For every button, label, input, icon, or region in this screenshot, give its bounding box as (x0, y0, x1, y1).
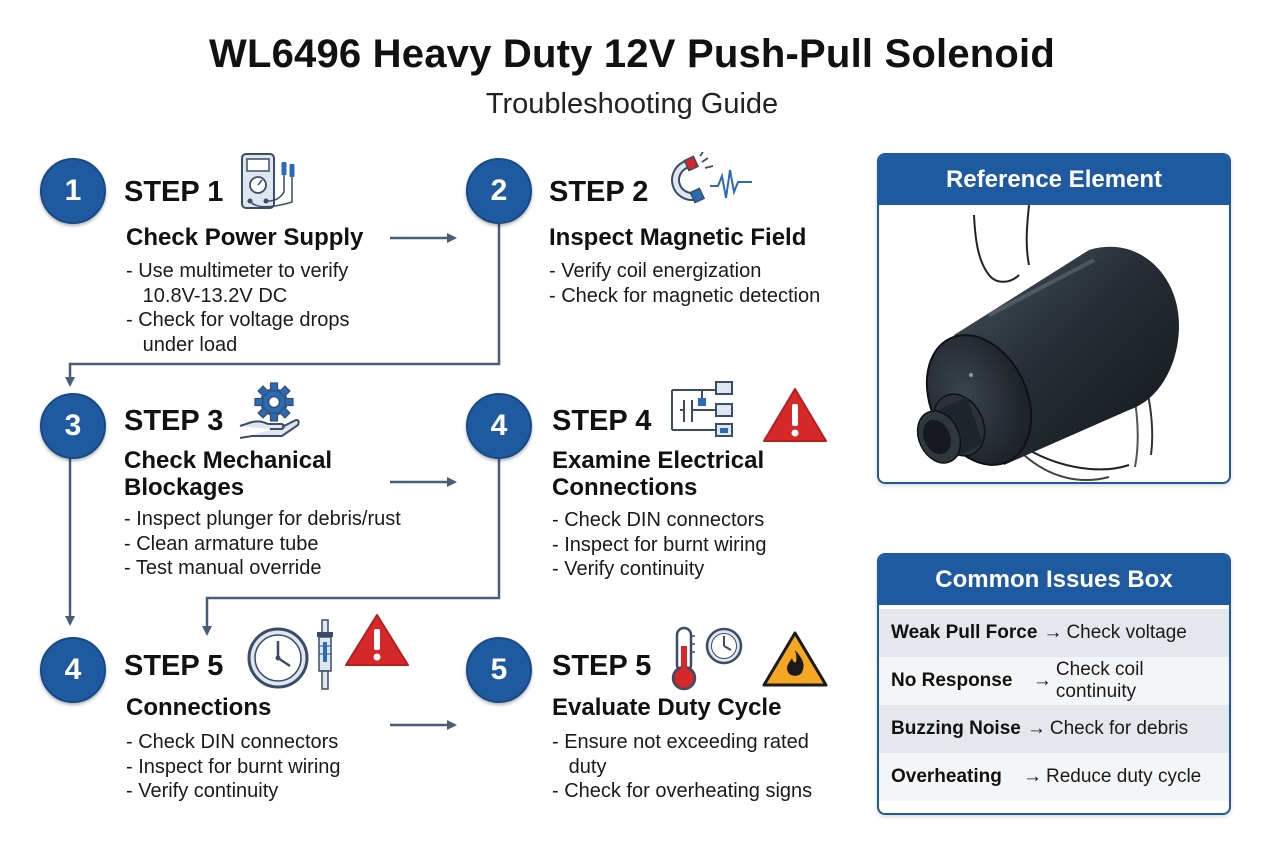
arrow-right-icon: → (1023, 766, 1042, 787)
step-4-bullet-2: - Inspect for burnt wiring (552, 533, 767, 556)
connector-step4-to-step5 (202, 456, 501, 636)
issue-name: Buzzing Noise (891, 718, 1021, 739)
arrow-right-icon: → (1026, 718, 1046, 739)
step-2-number-badge: 2 (466, 158, 532, 224)
step-2-bullets: - Verify coil energization - Check for m… (549, 259, 820, 308)
step-6-bullet-3: - Check for overheating signs (552, 780, 813, 802)
step-6-heading: Evaluate Duty Cycle (552, 694, 782, 721)
magnet-icon (671, 152, 752, 204)
clock-icon (247, 627, 309, 689)
step-1-heading: Check Power Supply (126, 224, 364, 251)
step-1-bullet-4: under load (126, 333, 238, 356)
multimeter-icon (241, 153, 295, 209)
step-5-bullet-3: - Verify continuity (126, 780, 279, 802)
step-5-heading: Connections (126, 694, 272, 721)
step-6-label: STEP 5 (552, 650, 652, 682)
issue-fix: Check voltage (1066, 622, 1187, 643)
step-4-bullets: - Check DIN connectors - Inspect for bur… (552, 508, 767, 582)
step-6-number-badge: 5 (466, 637, 532, 703)
step-1-bullet-2: 10.8V-13.2V DC (126, 284, 288, 307)
connector-step2-to-step3 (65, 222, 501, 387)
step-3-bullet-3: - Test manual override (124, 557, 322, 579)
issue-fix: Check coil continuity (1055, 659, 1144, 702)
plunger-icon (317, 619, 333, 690)
step-4-bullet-3: - Verify continuity (552, 558, 705, 580)
reference-element-title: Reference Element (879, 155, 1229, 205)
step-3-heading: Check Mechanical Blockages (124, 447, 332, 501)
step-3-heading-line-2: Blockages (124, 474, 245, 501)
step-5-bullet-2: - Inspect for burnt wiring (126, 755, 341, 778)
step-4-label: STEP 4 (552, 405, 652, 437)
step-2-bullet-2: - Check for magnetic detection (549, 284, 821, 307)
arrow-right-icon: → (1032, 670, 1052, 691)
step-1-label: STEP 1 (124, 176, 224, 208)
page-subtitle: Troubleshooting Guide (485, 88, 779, 120)
solenoid-photo (916, 204, 1179, 481)
common-issues-list: Weak Pull Force → Check voltage No Respo… (879, 605, 1229, 801)
step-5-bullets: - Check DIN connectors - Inspect for bur… (126, 730, 341, 804)
step-1-bullet-3: - Check for voltage drops (126, 309, 350, 331)
step-6-bullet-1: - Ensure not exceeding rated (552, 731, 809, 753)
step-4-bullet-1: - Check DIN connectors (552, 509, 765, 531)
thermometer-icon (671, 626, 743, 691)
step-5-label: STEP 5 (124, 650, 224, 682)
arrow-right-icon: → (1043, 622, 1063, 643)
page-title: WL6496 Heavy Duty 12V Push-Pull Solenoid (208, 32, 1055, 76)
fire-warning-icon (762, 631, 828, 687)
step-6-bullet-2: duty (552, 755, 607, 778)
warning-icon (763, 388, 827, 442)
step-1-bullets: - Use multimeter to verify 10.8V-13.2V D… (126, 259, 349, 357)
reference-element-panel: Reference Element (877, 153, 1231, 484)
step-5-number-badge: 4 (40, 637, 106, 703)
step-1-number-badge: 1 (40, 158, 106, 224)
step-2-bullet-1: - Verify coil energization (549, 260, 762, 282)
step-4-heading-line-2: Connections (552, 474, 698, 501)
issue-row: Buzzing Noise → Check for debris (879, 705, 1229, 753)
common-issues-title: Common Issues Box (879, 555, 1229, 605)
step-2-label: STEP 2 (549, 176, 649, 208)
issue-name: Overheating (891, 766, 1002, 787)
step-3-heading-line-1: Check Mechanical (124, 447, 333, 474)
step-3-bullets: - Inspect plunger for debris/rust - Clea… (124, 507, 401, 581)
step-3-bullet-2: - Clean armature tube (124, 532, 319, 555)
flow-connectors (65, 222, 501, 730)
warning-icon (345, 614, 409, 666)
issue-row: Overheating → Reduce duty cycle (879, 753, 1229, 801)
circuit-icon (671, 381, 733, 437)
step-5-bullet-1: - Check DIN connectors (126, 731, 339, 753)
step-4-number-badge: 4 (466, 393, 532, 459)
issue-name: No Response (891, 670, 1013, 691)
step-3-label: STEP 3 (124, 405, 224, 437)
gear-hand-icon (239, 382, 300, 439)
step-3-bullet-1: - Inspect plunger for debris/rust (124, 508, 401, 530)
step-4-heading-line-1: Examine Electrical (552, 447, 765, 474)
step-4-heading: Examine Electrical Connections (552, 447, 764, 501)
step-2-heading: Inspect Magnetic Field (549, 224, 807, 251)
issue-name: Weak Pull Force (891, 622, 1038, 643)
issue-fix: Reduce duty cycle (1046, 766, 1202, 787)
step-1-bullet-1: - Use multimeter to verify (126, 260, 349, 282)
step-6-bullets: - Ensure not exceeding rated duty - Chec… (552, 730, 812, 804)
issue-row: No Response → Check coil continuity (879, 657, 1229, 705)
step-3-number-badge: 3 (40, 393, 106, 459)
common-issues-panel: Common Issues Box Weak Pull Force → Chec… (877, 553, 1231, 815)
issue-fix: Check for debris (1049, 718, 1189, 739)
issue-row: Weak Pull Force → Check voltage (879, 609, 1229, 657)
